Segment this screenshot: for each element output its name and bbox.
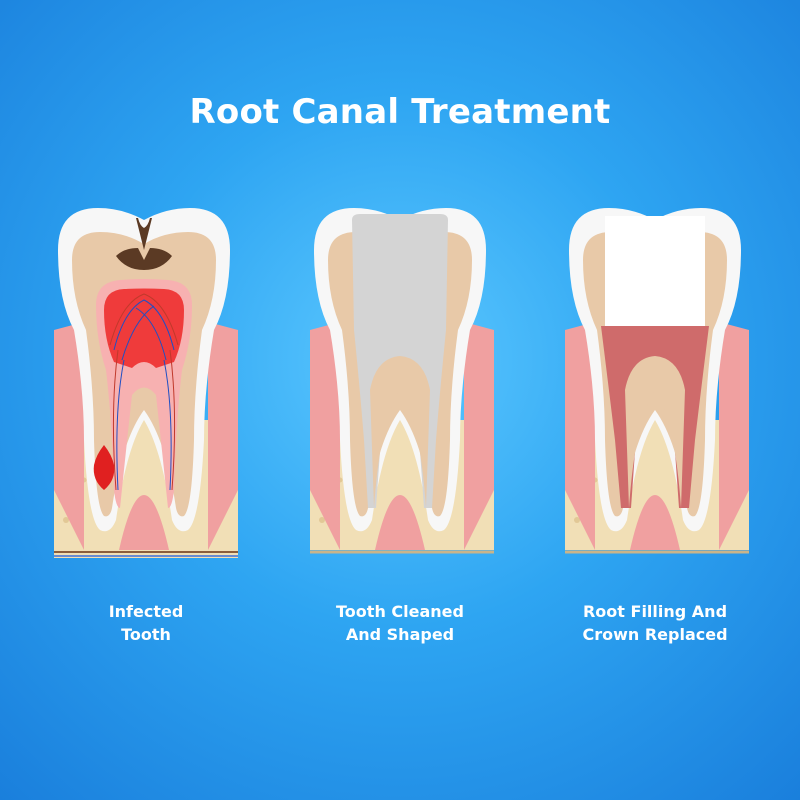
cleaned-tooth-illustration xyxy=(310,208,494,554)
stage-tooth-cleaned xyxy=(300,190,500,570)
filled-tooth-illustration xyxy=(565,208,749,554)
blood-vessels xyxy=(113,299,175,491)
caption-line: And Shaped xyxy=(345,625,455,644)
caption-line: Tooth xyxy=(121,625,171,644)
crown xyxy=(605,216,705,326)
caption-line: Tooth Cleaned xyxy=(336,602,464,621)
caption-line: Root Filling And xyxy=(582,602,728,621)
gum-left xyxy=(565,322,595,550)
infected-pulp xyxy=(104,288,184,368)
caption-line: Crown Replaced xyxy=(582,625,728,644)
infected-tooth-illustration xyxy=(54,208,238,558)
arteries xyxy=(109,293,179,491)
gum-middle xyxy=(630,495,680,550)
gum-left xyxy=(310,322,340,550)
gum-right xyxy=(464,322,494,550)
dentin-core xyxy=(370,356,430,508)
gum-middle xyxy=(375,495,425,550)
stage-root-filling-crown xyxy=(555,190,755,570)
gum-right xyxy=(208,322,238,550)
gum-middle xyxy=(119,495,169,550)
tooth-decay xyxy=(116,218,172,270)
caption-infected-tooth: Infected Tooth xyxy=(26,600,266,646)
page-title: Root Canal Treatment xyxy=(189,92,611,132)
caption-line: Infected xyxy=(108,602,184,621)
dentin-core xyxy=(625,356,685,508)
stage-infected-tooth xyxy=(44,190,244,570)
caption-root-filling: Root Filling And Crown Replaced xyxy=(535,600,775,646)
caption-tooth-cleaned: Tooth Cleaned And Shaped xyxy=(280,600,520,646)
abscess xyxy=(93,445,115,490)
gum-right xyxy=(719,322,749,550)
gum-left xyxy=(54,322,84,550)
